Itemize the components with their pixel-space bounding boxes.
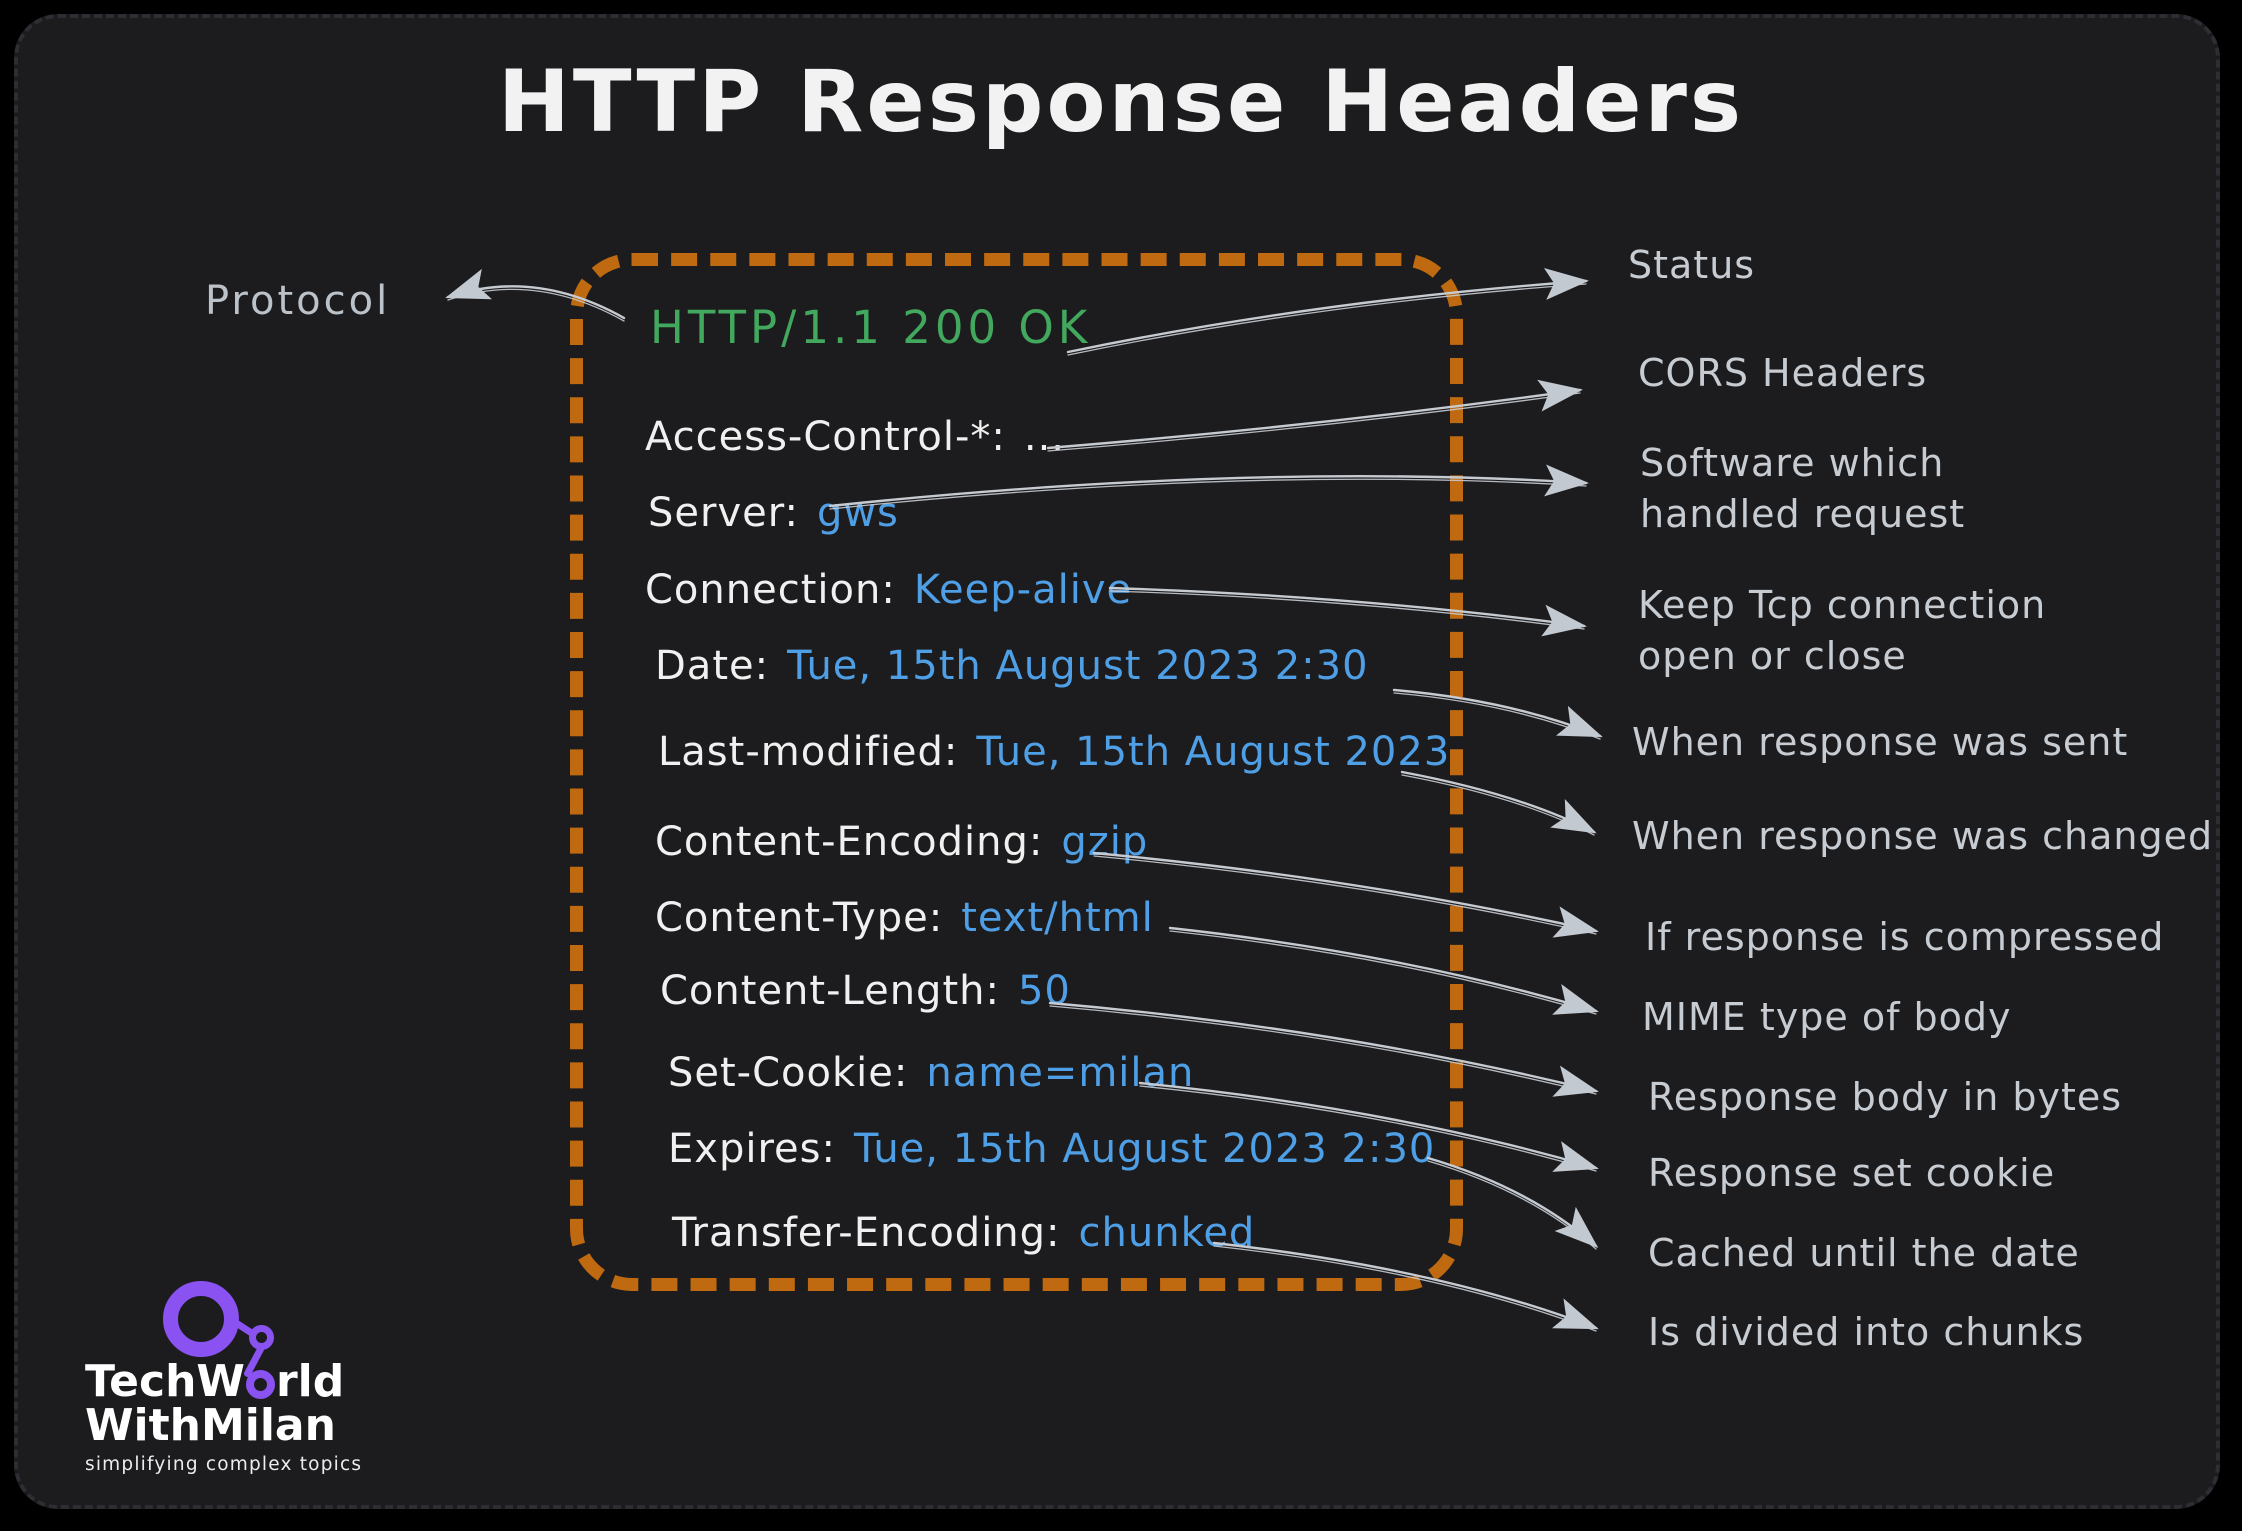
- annotation-if-compressed: If response is compressed: [1645, 915, 2165, 959]
- header-name: Set-Cookie:: [668, 1050, 909, 1096]
- header-line-date: Date: Tue, 15th August 2023 2:30: [655, 643, 1369, 689]
- header-value: Tue, 15th August 2023: [976, 729, 1451, 775]
- annotation-body-bytes: Response body in bytes: [1648, 1075, 2123, 1119]
- protocol-label: Protocol: [205, 278, 391, 324]
- annotation-when-changed: When response was changed: [1632, 814, 2214, 858]
- header-value: gws: [816, 490, 899, 536]
- header-name: Expires:: [668, 1126, 836, 1172]
- page-title: HTTP Response Headers: [497, 52, 1745, 152]
- logo-o-ring-icon: [245, 1370, 275, 1399]
- header-value: Keep-alive: [913, 567, 1133, 613]
- header-name: Content-Type:: [655, 895, 944, 941]
- header-value: chunked: [1078, 1210, 1256, 1256]
- annotation-set-cookie-note: Response set cookie: [1648, 1151, 2056, 1195]
- header-name: Content-Encoding:: [655, 819, 1044, 865]
- logo-text-part: rld: [275, 1356, 345, 1407]
- header-value: ...: [1023, 414, 1066, 460]
- header-name: Transfer-Encoding:: [672, 1210, 1061, 1256]
- header-line-server: Server: gws: [648, 490, 899, 536]
- header-value: gzip: [1061, 819, 1149, 865]
- header-line-status-line: HTTP/1.1 200 OK: [650, 301, 1091, 354]
- annotation-cors-headers: CORS Headers: [1638, 351, 1928, 395]
- header-line-content-encoding: Content-Encoding: gzip: [655, 819, 1148, 865]
- annotation-keep-tcp: Keep Tcp connection open or close: [1638, 583, 2047, 678]
- header-name: Last-modified:: [658, 729, 959, 775]
- header-name: Content-Length:: [660, 968, 1000, 1014]
- logo-text-line2: WithMilan: [85, 1400, 336, 1451]
- annotation-status: Status: [1628, 243, 1756, 287]
- header-name: Connection:: [645, 567, 896, 613]
- annotation-software-handled: Software which handled request: [1640, 441, 1966, 536]
- header-value: name=milan: [926, 1050, 1195, 1096]
- header-name: Access-Control-*:: [645, 414, 1006, 460]
- header-value: Tue, 15th August 2023 2:30: [787, 643, 1369, 689]
- annotation-cached-until: Cached until the date: [1648, 1231, 2080, 1275]
- logo-tagline: simplifying complex topics: [85, 1454, 363, 1475]
- header-line-expires: Expires: Tue, 15th August 2023 2:30: [668, 1126, 1435, 1172]
- header-line-access-control: Access-Control-*:...: [645, 414, 1065, 460]
- header-line-content-type: Content-Type: text/html: [655, 895, 1154, 941]
- header-line-set-cookie: Set-Cookie: name=milan: [668, 1050, 1194, 1096]
- header-name: Server:: [648, 490, 799, 536]
- header-line-transfer-encoding: Transfer-Encoding: chunked: [672, 1210, 1255, 1256]
- annotation-divided-chunks: Is divided into chunks: [1648, 1310, 2085, 1354]
- annotation-when-sent: When response was sent: [1632, 720, 2129, 764]
- header-line-content-length: Content-Length: 50: [660, 968, 1071, 1014]
- header-value: Tue, 15th August 2023 2:30: [853, 1126, 1436, 1172]
- header-line-connection: Connection: Keep-alive: [645, 567, 1132, 613]
- logo-text-part: TechW: [85, 1356, 245, 1407]
- annotation-mime-type: MIME type of body: [1642, 995, 2012, 1039]
- header-value: 50: [1017, 968, 1071, 1014]
- header-value: HTTP/1.1 200 OK: [650, 301, 1092, 354]
- header-value: text/html: [961, 895, 1154, 941]
- header-line-last-modified: Last-modified: Tue, 15th August 2023: [658, 729, 1450, 775]
- header-name: Date:: [655, 643, 770, 689]
